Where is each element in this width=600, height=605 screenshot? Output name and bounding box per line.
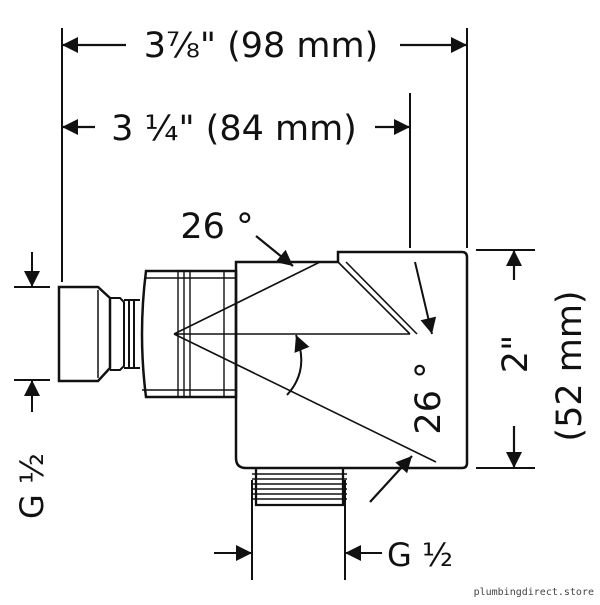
fitting-body: 26 ° [57, 250, 469, 507]
dimension-inner-width: 3 ¼" (84 mm) [62, 109, 410, 149]
elbow-outline [234, 250, 469, 470]
thread-bottom-label: G ½ [387, 536, 453, 574]
overall-width-label: 3⅞" (98 mm) [144, 26, 379, 66]
dimension-overall-width: 3⅞" (98 mm) [62, 26, 467, 66]
dimension-thread-bottom: G ½ [214, 536, 453, 574]
angle-construction-lines [173, 261, 437, 463]
dimension-height: 2" (52 mm) [496, 250, 590, 468]
angle-top-label: 26 ° [180, 207, 253, 247]
inner-width-label: 3 ¼" (84 mm) [111, 109, 357, 149]
hex-nut [57, 285, 112, 383]
watermark: plumbingdirect.store [474, 587, 594, 598]
angle-inner-label: 26 ° [409, 361, 449, 434]
neck [110, 297, 140, 371]
height-metric-label: (52 mm) [550, 290, 590, 441]
thread-left-label: G ½ [13, 453, 51, 519]
height-imperial-label: 2" [496, 335, 536, 373]
dimension-thread-left: G ½ [13, 252, 51, 519]
thread-outlet [254, 468, 345, 507]
swivel-cylinder [140, 269, 238, 399]
